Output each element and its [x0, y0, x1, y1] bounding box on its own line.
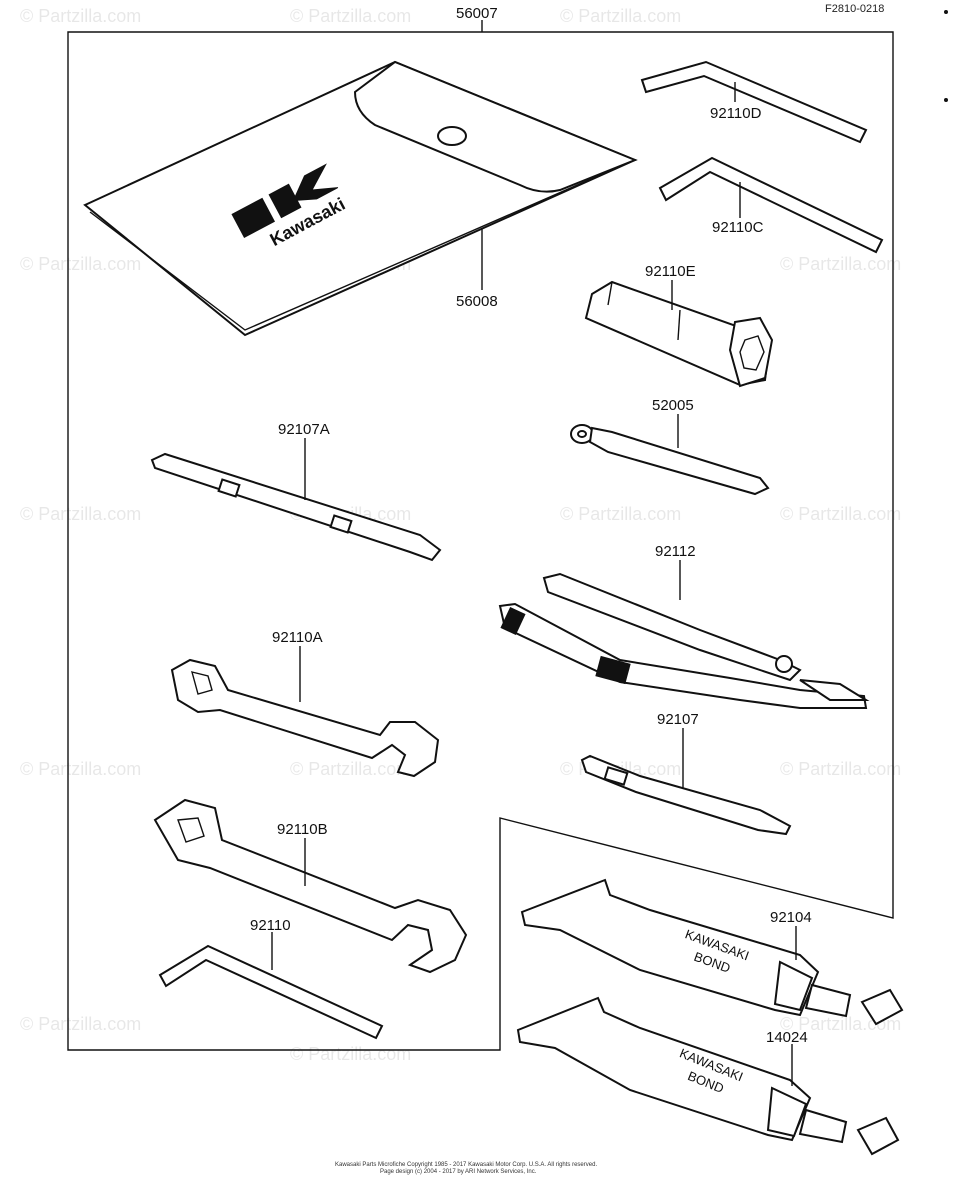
watermark: © Partzilla.com [20, 6, 141, 26]
kit-outline [67, 31, 894, 1051]
screwdriver-92107A[interactable] [150, 452, 442, 562]
part-label-92110[interactable]: 92110 [250, 917, 291, 934]
part-label-14024[interactable]: 14024 [766, 1029, 808, 1046]
watermark: © Partzilla.com [20, 254, 141, 274]
part-label-92110B[interactable]: 92110B [277, 821, 328, 838]
watermark: © Partzilla.com [780, 1014, 901, 1034]
part-label-92107[interactable]: 92107 [657, 711, 699, 728]
hex-key-92110D[interactable] [640, 60, 868, 144]
bond-tube-92104[interactable]: KAWASAKI BOND [520, 878, 904, 1026]
watermark: © Partzilla.com [290, 1044, 411, 1064]
part-label-92112[interactable]: 92112 [655, 543, 696, 560]
watermark: © Partzilla.com [20, 759, 141, 779]
part-label-56008[interactable]: 56008 [456, 293, 498, 310]
watermark: © Partzilla.com [560, 6, 681, 26]
watermark: © Partzilla.com [290, 6, 411, 26]
part-label-92104[interactable]: 92104 [770, 909, 812, 926]
part-label-52005[interactable]: 52005 [652, 397, 694, 414]
watermark: © Partzilla.com [560, 504, 681, 524]
part-label-92107A[interactable]: 92107A [278, 421, 330, 438]
watermark: © Partzilla.com [780, 759, 901, 779]
wrench-92110B[interactable] [153, 798, 468, 974]
watermark: © Partzilla.com [780, 254, 901, 274]
screwdriver-92107[interactable] [580, 754, 792, 836]
margin-dot [944, 10, 948, 14]
bond-tube-14024[interactable]: KAWASAKI BOND [516, 996, 900, 1156]
margin-dot [944, 98, 948, 102]
watermark: © Partzilla.com [290, 759, 411, 779]
watermark: © Partzilla.com [780, 504, 901, 524]
part-label-92110E[interactable]: 92110E [645, 263, 696, 280]
part-label-92110C[interactable]: 92110C [712, 219, 764, 236]
footer-design-credit: Page design (c) 2004 - 2017 by ARI Netwo… [380, 1169, 537, 1175]
watermark: © Partzilla.com [20, 504, 141, 524]
pliers-92112[interactable] [498, 572, 870, 709]
handle-52005[interactable] [570, 424, 770, 496]
wrench-92110A[interactable] [170, 658, 440, 778]
part-label-92110D[interactable]: 92110D [710, 105, 762, 122]
part-label-92110A[interactable]: 92110A [272, 629, 323, 646]
part-label-56007[interactable]: 56007 [456, 5, 498, 22]
tool-pouch[interactable]: Kawasaki [83, 60, 638, 337]
plug-wrench-92110E[interactable] [584, 280, 774, 388]
diagram-code: F2810-0218 [825, 3, 884, 15]
hex-key-92110C[interactable] [658, 156, 884, 254]
hex-key-92110[interactable] [158, 944, 384, 1040]
watermark: © Partzilla.com [20, 1014, 141, 1034]
footer-copyright: Kawasaki Parts Microfiche Copyright 1985… [335, 1162, 597, 1168]
